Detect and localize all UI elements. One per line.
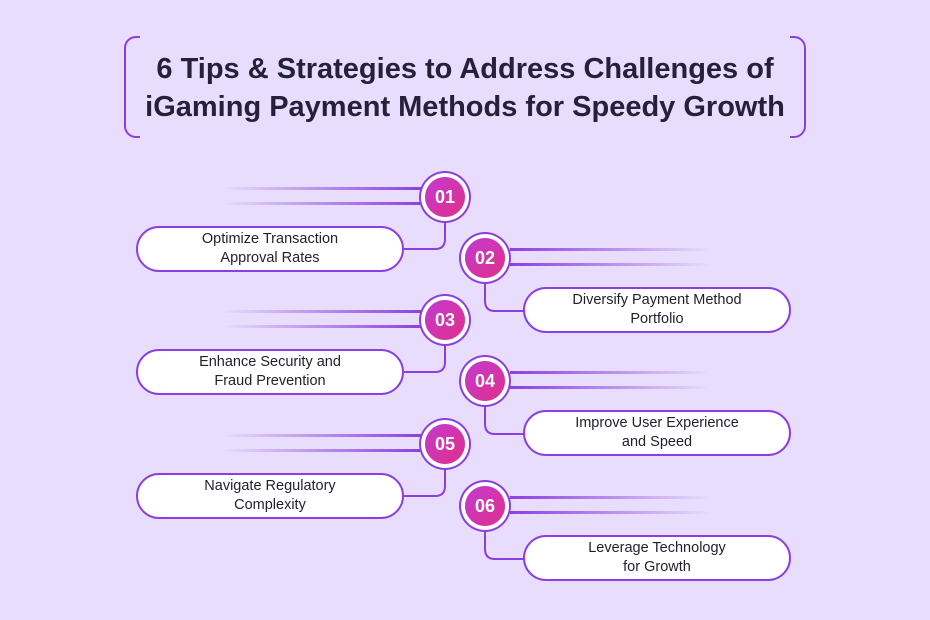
elbow-connector-01	[404, 221, 446, 250]
title-bracket-left	[124, 36, 140, 138]
elbow-connector-04	[484, 405, 525, 435]
tip-text-05-line2: Complexity	[234, 497, 306, 513]
tip-text-02-line2: Portfolio	[630, 311, 684, 327]
stripe-top-05	[222, 434, 422, 437]
stripe-top-02	[510, 248, 710, 251]
stripe-bottom-03	[222, 325, 422, 328]
tip-card-03: Enhance Security and Fraud Prevention	[136, 349, 404, 395]
stripe-bottom-02	[510, 263, 710, 266]
title-line-2: iGaming Payment Methods for Speedy Growt…	[145, 91, 785, 123]
stripe-bottom-01	[222, 202, 422, 205]
tip-text-03-line2: Fraud Prevention	[214, 373, 326, 389]
elbow-connector-03	[404, 344, 446, 373]
elbow-connector-06	[484, 530, 525, 560]
title-frame: 6 Tips & Strategies to Address Challenge…	[124, 36, 806, 138]
tip-card-04: Improve User Experience and Speed	[523, 410, 791, 456]
tip-text-06-line1: Leverage Technology	[588, 540, 726, 556]
step-badge-01: 01	[425, 177, 465, 217]
tip-card-01: Optimize Transaction Approval Rates	[136, 226, 404, 272]
stripe-top-06	[510, 496, 710, 499]
tip-text-04-line2: and Speed	[621, 434, 693, 450]
step-badge-04: 04	[465, 361, 505, 401]
tip-text-01-line1: Optimize Transaction	[201, 231, 339, 247]
tip-text-06-line2: for Growth	[623, 559, 691, 575]
tip-text-04-line1: Improve User Experience	[575, 415, 739, 431]
title-line-1: 6 Tips & Strategies to Address Challenge…	[156, 53, 774, 85]
stripe-bottom-06	[510, 511, 710, 514]
tip-card-02: Diversify Payment Method Portfolio	[523, 287, 791, 333]
step-badge-05: 05	[425, 424, 465, 464]
stripe-bottom-04	[510, 386, 710, 389]
page-title: 6 Tips & Strategies to Address Challenge…	[124, 50, 806, 126]
stripe-bottom-05	[222, 449, 422, 452]
elbow-connector-02	[484, 282, 525, 312]
tip-card-06: Leverage Technology for Growth	[523, 535, 791, 581]
stripe-top-01	[222, 187, 422, 190]
tip-text-05-line1: Navigate Regulatory	[204, 478, 336, 494]
stripe-top-03	[222, 310, 422, 313]
title-bracket-right	[790, 36, 806, 138]
step-badge-03: 03	[425, 300, 465, 340]
stripe-top-04	[510, 371, 710, 374]
step-badge-06: 06	[465, 486, 505, 526]
step-badge-02: 02	[465, 238, 505, 278]
elbow-connector-05	[404, 468, 446, 497]
tip-text-03-line1: Enhance Security and	[199, 354, 341, 370]
tip-text-02-line1: Diversify Payment Method	[572, 292, 742, 308]
tip-card-05: Navigate Regulatory Complexity	[136, 473, 404, 519]
tip-text-01-line2: Approval Rates	[220, 250, 320, 266]
